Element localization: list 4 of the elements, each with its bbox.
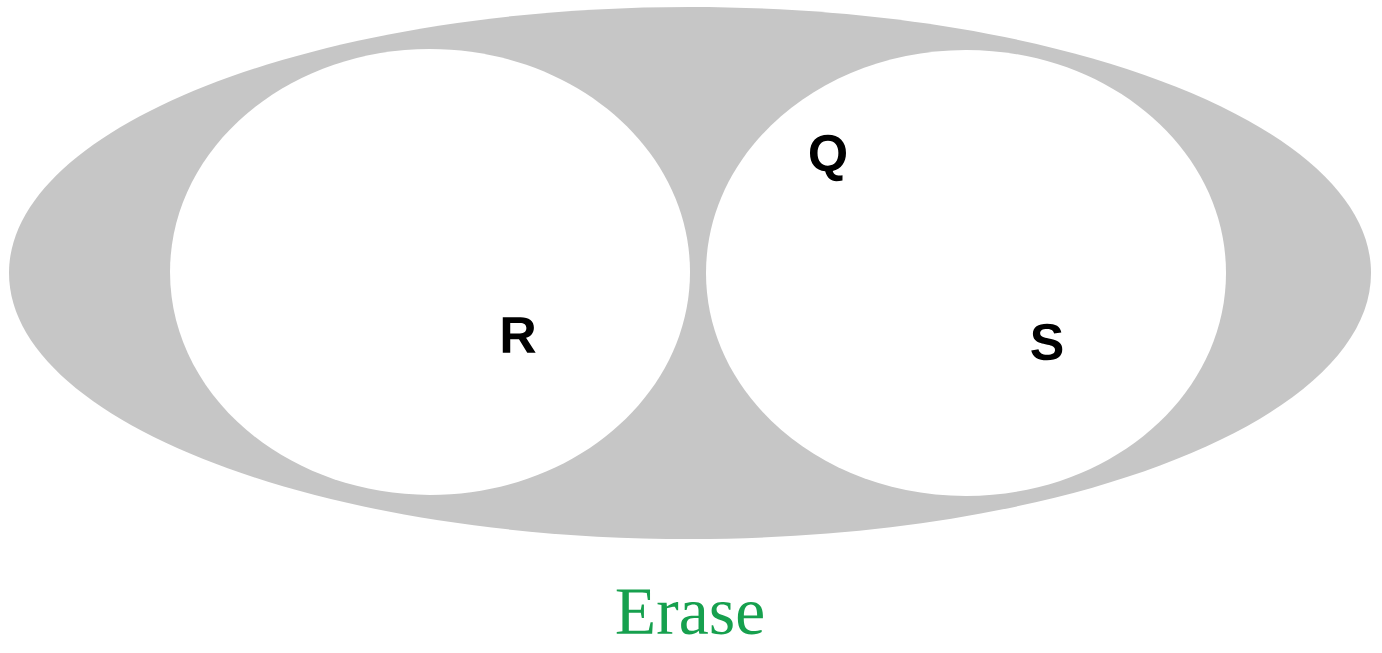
caption: Erase <box>616 589 763 635</box>
set-label: R <box>502 317 536 353</box>
set-label: Q <box>810 134 846 182</box>
set-label: S <box>1031 323 1063 361</box>
